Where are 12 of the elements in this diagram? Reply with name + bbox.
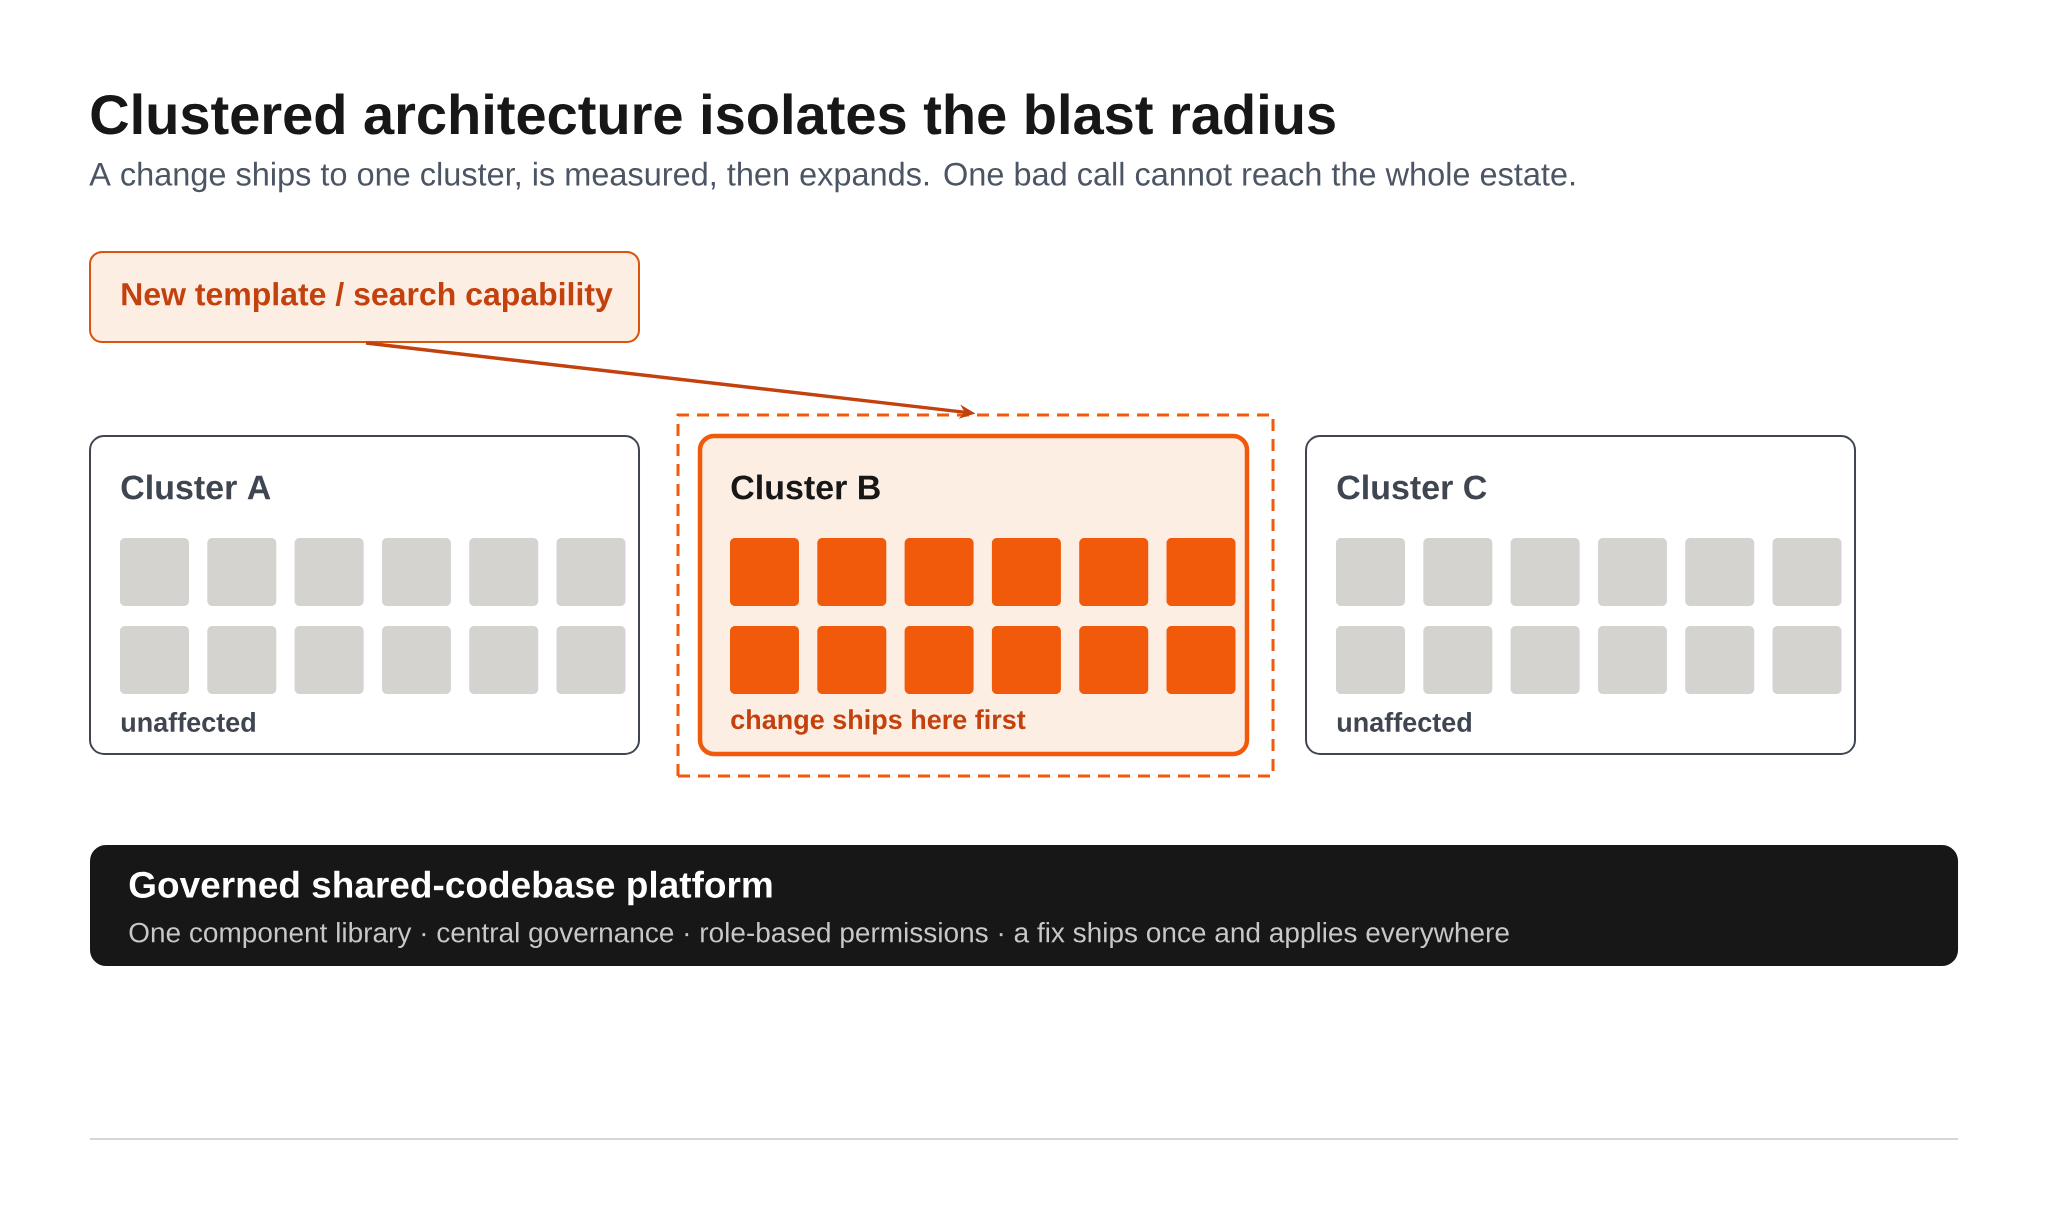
cluster-title: Cluster A [121,474,271,500]
status-text: change ships here first [731,709,1026,735]
status-text: unaffected [1337,712,1471,732]
cluster-title: Cluster C [1337,474,1487,500]
cluster-title: Cluster B [731,474,880,500]
platform-title: Governed shared-codebase platform [129,870,772,906]
subtitle: A change ships to one cluster, is measured, then expands. One bad call cannot reach the whole estate. [89,161,1575,193]
platform-features: One component library · central governance · role-based permissions · a fix ships once and applies everywhere [129,921,1509,949]
dashed-boundary [676,413,1275,778]
title: Clustered architecture isolates the blast radius [91,93,1335,135]
node-label: New template / search capability [122,282,613,312]
status-text: unaffected [121,712,255,732]
